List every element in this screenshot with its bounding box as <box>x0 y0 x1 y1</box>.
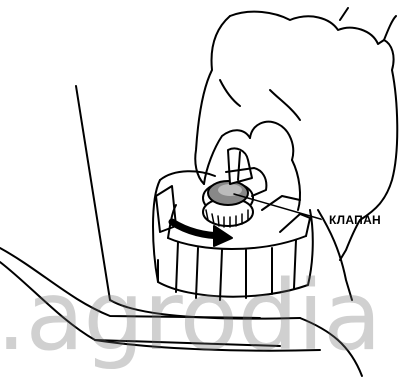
watermark-text: .agrodia <box>0 268 403 364</box>
valve-knob <box>203 181 253 227</box>
valve-label: КЛАПАН <box>329 213 381 227</box>
